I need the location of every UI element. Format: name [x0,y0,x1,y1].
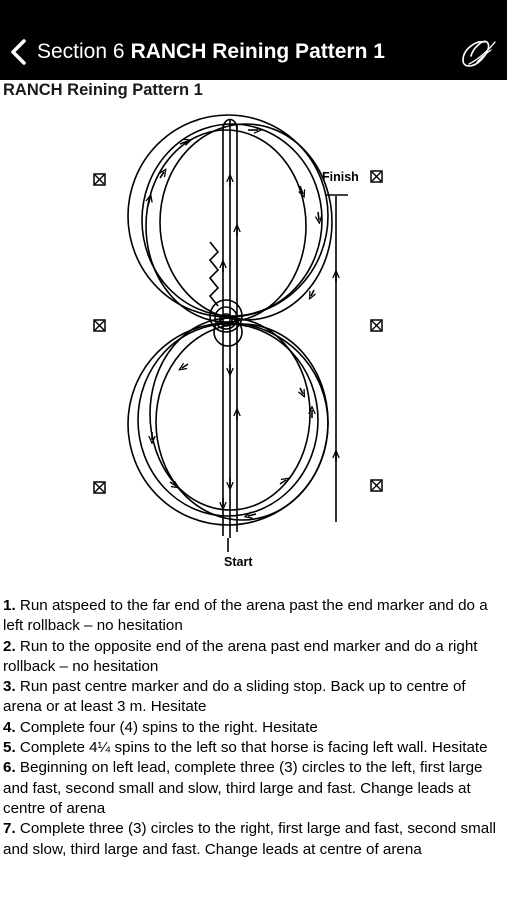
instruction-item: 4. Complete four (4) spins to the right.… [3,718,318,736]
instruction-item: 6. Beginning on left lead, complete thre… [3,759,483,817]
signature-logo-icon[interactable] [455,34,499,74]
top-rollback-path [222,118,238,131]
instruction-item: 1. Run atspeed to the far end of the are… [3,597,488,635]
marker-middle-right [370,319,383,332]
chevron-left-icon [11,39,26,65]
marker-bottom-left [93,481,106,494]
back-button[interactable] [8,32,30,72]
spin-circle-4 [213,317,243,347]
backup-zigzag [208,241,220,307]
start-label: Start [224,555,253,569]
marker-top-left [93,173,106,186]
marker-middle-left [93,319,106,332]
instruction-item: 2. Run to the opposite end of the arena … [3,637,478,675]
page-title: RANCH Reining Pattern 1 [3,81,203,99]
instruction-item: 7. Complete three (3) circles to the rig… [3,820,496,858]
marker-top-right [370,170,383,183]
lower-circle-right [155,323,329,521]
instruction-item: 5. Complete 4¼ spins to the left so that… [3,739,488,757]
upper-circle-middle [141,123,323,317]
nav-pattern-title: RANCH Reining Pattern 1 [130,40,385,63]
marker-bottom-right [370,479,383,492]
nav-section-label: Section 6 [37,40,125,63]
pattern-diagram: Finish Start [93,114,383,569]
spin-circle-3 [209,299,243,333]
instructions-list: 1. Run atspeed to the far end of the are… [3,596,505,860]
finish-label: Finish [322,170,359,184]
upper-circle-outer [127,114,329,318]
upper-circle-inner [145,129,307,323]
instruction-item: 3. Run past centre marker and do a slidi… [3,678,466,716]
lower-circle-middle [137,323,319,517]
lower-circle-outer [127,322,329,526]
